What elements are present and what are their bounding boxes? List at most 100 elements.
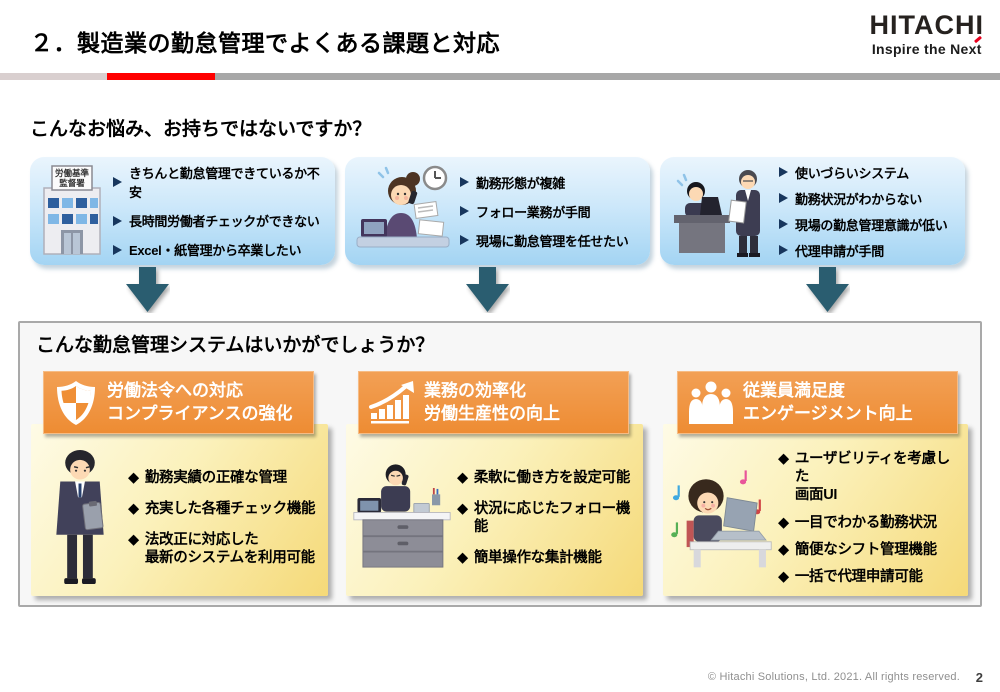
solution-header-efficiency: 業務の効率化 労働生産性の向上	[358, 371, 629, 434]
problem-text: 使いづらいシステム	[795, 165, 909, 181]
page-number: 2	[975, 670, 983, 685]
list-item: 現場の勤怠管理意識が低い	[779, 215, 948, 234]
solution-title-line2: エンゲージメント向上	[743, 403, 913, 423]
growth-chart-icon	[369, 380, 414, 423]
solution-title: 従業員満足度 エンゲージメント向上	[743, 380, 913, 425]
diamond-bullet-icon: ◆	[778, 541, 789, 558]
office-sign-line1: 労働基準	[55, 168, 90, 178]
solution-text: 状況に応じたフォロー機能	[473, 500, 631, 535]
problems-heading: こんなお悩み、お持ちではないですか？	[30, 119, 372, 140]
diamond-bullet-icon: ◆	[128, 532, 139, 548]
page-title: ２．製造業の勤怠管理でよくある課題と対応	[30, 30, 500, 56]
down-arrow-icon	[466, 267, 509, 312]
solution-title-line2: 労働生産性の向上	[424, 403, 560, 423]
solution-text: 一目でわかる勤務状況	[794, 514, 937, 531]
solution-list: ◆ユーザビリティを考慮した画面UI ◆一目でわかる勤務状況 ◆簡便なシフト管理機…	[778, 450, 964, 586]
list-item: Excel・紙管理から卒業したい	[113, 240, 329, 259]
solution-title: 業務の効率化 労働生産性の向上	[424, 380, 560, 425]
list-item: ◆ 一括で代理申請可能	[778, 568, 964, 586]
copyright-text: © Hitachi Solutions, Ltd. 2021. All righ…	[707, 671, 960, 683]
solution-box-efficiency: ◆ 柔軟に働き方を設定可能 ◆ 状況に応じたフォロー機能 ◆簡単操作な集計機能	[346, 424, 643, 596]
solution-header-compliance: 労働法令への対応 コンプライアンスの強化	[43, 371, 314, 434]
list-item: フォロー業務が手間	[460, 202, 628, 221]
bullet-arrow-icon	[779, 219, 788, 229]
solution-title: 労働法令への対応 コンプライアンスの強化	[107, 380, 292, 425]
problem-card-complex-work: 勤務形態が複雑 フォロー業務が手間 現場に勤怠管理を任せたい	[345, 157, 650, 265]
problem-card-hard-system: 使いづらいシステム 勤務状況がわからない 現場の勤怠管理意識が低い 代理申請が手…	[660, 157, 965, 265]
problem-text: 現場に勤怠管理を任せたい	[476, 233, 629, 249]
bullet-arrow-icon	[779, 193, 788, 203]
office-sign-line2: 監督署	[59, 178, 85, 188]
solution-text: 柔軟に働き方を設定可能	[473, 469, 631, 486]
bullet-arrow-icon	[460, 206, 469, 216]
list-item: 現場に勤怠管理を任せたい	[460, 231, 629, 250]
man-at-desk-on-phone-illustration	[353, 464, 451, 568]
list-item: 代理申請が手間	[779, 241, 947, 260]
solution-box-engagement: ◆ユーザビリティを考慮した画面UI ◆一目でわかる勤務状況 ◆簡便なシフト管理機…	[663, 424, 968, 596]
solution-title-line2: コンプライアンスの強化	[107, 403, 293, 423]
problem-text: 代理申請が手間	[795, 243, 884, 259]
bullet-arrow-icon	[460, 177, 469, 187]
list-item: ◆簡便なシフト管理機能	[778, 541, 964, 559]
list-item: 使いづらいシステム	[779, 163, 947, 182]
music-note-icon	[671, 522, 679, 538]
labor-standards-office-illustration: 労働基準 監督署	[43, 165, 101, 255]
bullet-arrow-icon	[113, 215, 122, 226]
busy-woman-on-phone-illustration	[356, 165, 450, 248]
solution-text: 勤務実績の正確な管理	[144, 469, 287, 486]
problem-card-labor-office: 労働基準 監督署 きちんと勤怠管理できているか不安 長時間労働者チェックができな…	[30, 157, 335, 265]
problem-list: きちんと勤怠管理できているか不安 長時間労働者チェックができない Excel・紙…	[113, 163, 329, 259]
problem-text: 勤務形態が複雑	[476, 175, 565, 191]
diamond-bullet-icon: ◆	[128, 500, 139, 517]
problem-text: 長時間労働者チェックができない	[129, 214, 320, 229]
diamond-bullet-icon: ◆	[778, 514, 789, 531]
solution-text: 一括で代理申請可能	[794, 568, 923, 585]
logo-brand-text: HITACHI	[869, 10, 984, 40]
list-item: ◆ 柔軟に働き方を設定可能	[457, 469, 639, 487]
list-item: ◆ 勤務実績の正確な管理	[128, 469, 315, 487]
happy-woman-at-laptop-illustration	[671, 470, 772, 568]
solution-title-line1: 従業員満足度	[743, 381, 845, 401]
diamond-bullet-icon: ◆	[457, 500, 468, 517]
list-item: ◆法改正に対応した最新のシステムを利用可能	[128, 531, 315, 567]
solution-text: 法改正に対応した	[144, 532, 259, 548]
problem-list: 使いづらいシステム 勤務状況がわからない 現場の勤怠管理意識が低い 代理申請が手…	[779, 163, 948, 260]
solution-title-line1: 業務の効率化	[424, 381, 526, 401]
logo-tagline-text: Inspire the Next	[871, 35, 982, 57]
music-note-icon	[739, 470, 747, 485]
solution-text-line2: 画面UI	[794, 487, 838, 504]
solution-list: ◆勤務実績の正確な管理 ◆充実した各種チェック機能 ◆法改正に対応した最新のシス…	[128, 469, 316, 568]
list-item: ◆ 充実した各種チェック機能	[128, 500, 316, 518]
logo-tagline-label: Inspire the Next	[871, 41, 982, 57]
problem-text: フォロー業務が手間	[476, 204, 591, 220]
solution-title-line1: 労働法令への対応	[107, 381, 243, 401]
hitachi-logo: HITACHI Inspire the Next	[870, 12, 985, 58]
problem-text: Excel・紙管理から卒業したい	[129, 243, 302, 258]
diamond-bullet-icon: ◆	[778, 568, 789, 585]
list-item: ◆ユーザビリティを考慮した画面UI	[778, 450, 964, 504]
list-item: ◆ 一目でわかる勤務状況	[778, 514, 964, 532]
diamond-bullet-icon: ◆	[457, 550, 468, 567]
problem-text: 現場の勤怠管理意識が低い	[795, 217, 948, 233]
solutions-heading: こんな勤怠管理システムはいかがでしょうか？	[36, 335, 435, 356]
solution-list: ◆ 柔軟に働き方を設定可能 ◆ 状況に応じたフォロー機能 ◆簡単操作な集計機能	[457, 469, 639, 568]
diamond-bullet-icon: ◆	[457, 469, 468, 486]
solution-box-compliance: ◆勤務実績の正確な管理 ◆充実した各種チェック機能 ◆法改正に対応した最新のシス…	[31, 424, 328, 596]
list-item: ◆簡単操作な集計機能	[457, 549, 639, 567]
problem-text: きちんと勤怠管理できているか不安	[129, 166, 320, 200]
solution-header-engagement: 従業員満足度 エンゲージメント向上	[677, 371, 958, 434]
stressed-men-at-computer-illustration	[674, 170, 760, 257]
title-underline-rule	[0, 73, 1000, 80]
employee-group-icon	[689, 381, 733, 424]
bullet-arrow-icon	[113, 244, 122, 255]
solution-text: 充実した各種チェック機能	[144, 500, 316, 517]
down-arrow-icon	[126, 267, 169, 312]
man-with-clipboard-illustration	[56, 449, 104, 585]
list-item: ◆ 状況に応じたフォロー機能	[457, 500, 639, 536]
list-item: 長時間労働者チェックができない	[113, 211, 329, 230]
diamond-bullet-icon: ◆	[128, 469, 139, 486]
solution-text: ユーザビリティを考慮した	[794, 451, 950, 486]
shield-icon	[57, 380, 95, 425]
list-item: きちんと勤怠管理できているか不安	[113, 163, 329, 201]
